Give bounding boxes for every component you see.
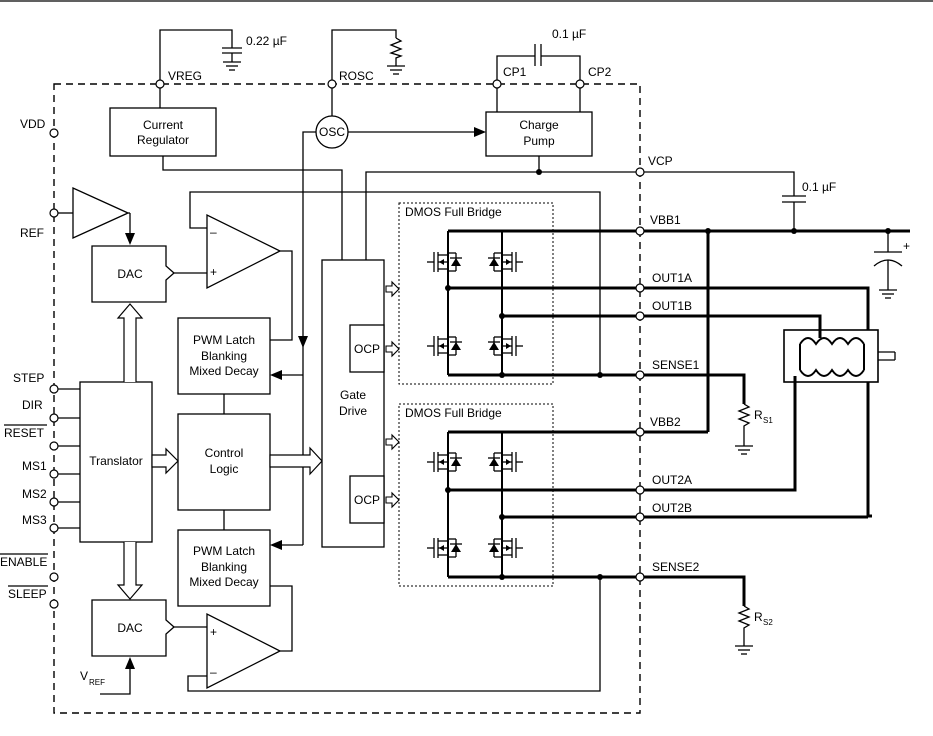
ocp-top-label: OCP [354, 342, 380, 356]
pin-rosc: ROSC [339, 69, 374, 83]
dac-top-label: DAC [117, 267, 143, 281]
pin-out2b: OUT2B [652, 501, 692, 515]
current-regulator-label-1: Current [143, 118, 184, 132]
ocp-bottom-block [349, 475, 385, 524]
comp-top-plus: + [210, 265, 217, 279]
pin-enable: ENABLE [0, 555, 47, 569]
pin-ref: REF [20, 226, 44, 240]
charge-pump-label-2: Pump [523, 134, 555, 148]
translator-block [79, 381, 153, 543]
translator-dac-bottom-bus [116, 542, 144, 600]
pin-sleep: SLEEP [8, 587, 47, 601]
rs1-label-main: R [754, 408, 763, 422]
pin-out2a: OUT2A [652, 473, 692, 487]
cap-cp-label: 0.1 µF [552, 27, 586, 41]
dmos-bridge-bottom-label: DMOS Full Bridge [405, 406, 502, 420]
control-logic-label-1: Control [205, 446, 244, 460]
pwm-top-label-2: Blanking [201, 349, 247, 363]
rs1-label-sub: S1 [763, 416, 773, 425]
pwm-top-label-3: Mixed Decay [189, 364, 258, 378]
ocp-bottom-label: OCP [354, 493, 380, 507]
pin-vbb1: VBB1 [650, 213, 681, 227]
dac-bottom-label: DAC [117, 621, 143, 635]
comp-bottom-plus: + [210, 625, 217, 639]
comparator-bottom [206, 612, 282, 690]
pin-ms2: MS2 [22, 487, 47, 501]
pin-vbb2: VBB2 [650, 415, 681, 429]
pin-cp2: CP2 [588, 65, 612, 79]
translator-dac-top-bus [116, 303, 144, 382]
logic-to-gate-arrow [269, 446, 323, 476]
pin-out1a: OUT1A [652, 271, 692, 285]
cap-bulk-plus: + [903, 239, 910, 253]
comp-top-minus: – [210, 225, 217, 239]
ocp-top-block [349, 324, 385, 373]
pin-vreg: VREG [168, 69, 202, 83]
comparator-top [206, 213, 282, 290]
rs2-label-sub: S2 [763, 618, 773, 627]
pin-vcp: VCP [648, 154, 673, 168]
pin-out1b: OUT1B [652, 299, 692, 313]
cap-vreg-label: 0.22 µF [246, 34, 287, 48]
pin-ms3: MS3 [22, 513, 47, 527]
pin-sense2: SENSE2 [652, 560, 700, 574]
dac-bottom-block [91, 599, 175, 657]
dmos-bridge-top-label: DMOS Full Bridge [405, 205, 502, 219]
pwm-bottom-label-3: Mixed Decay [189, 575, 258, 589]
gate-drive-label-1: Gate [340, 388, 366, 402]
pwm-latch-top-block [177, 317, 271, 395]
cap-vcp-label: 0.1 µF [802, 180, 836, 194]
charge-pump-label-1: Charge [519, 118, 559, 132]
pwm-latch-bottom-block [177, 529, 271, 607]
rs2-label-main: R [754, 610, 763, 624]
dac-top-block [91, 245, 175, 303]
dmos-bridge-top [398, 202, 554, 385]
ic-boundary [53, 83, 641, 714]
ref-buffer [72, 186, 130, 240]
pin-ms1: MS1 [22, 459, 47, 473]
osc-label: OSC [319, 125, 345, 139]
pin-sense1: SENSE1 [652, 358, 700, 372]
dmos-bridge-bottom [398, 403, 554, 587]
current-regulator-label-2: Regulator [137, 133, 189, 147]
pwm-top-label-1: PWM Latch [193, 333, 255, 347]
charge-pump-block [485, 111, 593, 157]
pin-vdd: VDD [20, 117, 46, 131]
stepper-motor [783, 329, 896, 383]
pwm-bottom-label-2: Blanking [201, 560, 247, 574]
pwm-bottom-label-1: PWM Latch [193, 544, 255, 558]
pin-dir: DIR [22, 398, 43, 412]
control-logic-label-2: Logic [210, 462, 239, 476]
translator-label: Translator [89, 454, 143, 468]
pin-cp1: CP1 [503, 65, 527, 79]
pin-vref-main: V [80, 669, 88, 683]
pin-step: STEP [13, 371, 44, 385]
gate-drive-label-2: Drive [339, 404, 367, 418]
translator-to-logic-arrow [151, 447, 179, 475]
comp-bottom-minus: – [210, 665, 217, 679]
current-regulator-block [109, 107, 217, 157]
pin-reset: RESET [4, 426, 45, 440]
pin-vref-sub: REF [89, 678, 105, 687]
translator-inputs [49, 384, 80, 533]
